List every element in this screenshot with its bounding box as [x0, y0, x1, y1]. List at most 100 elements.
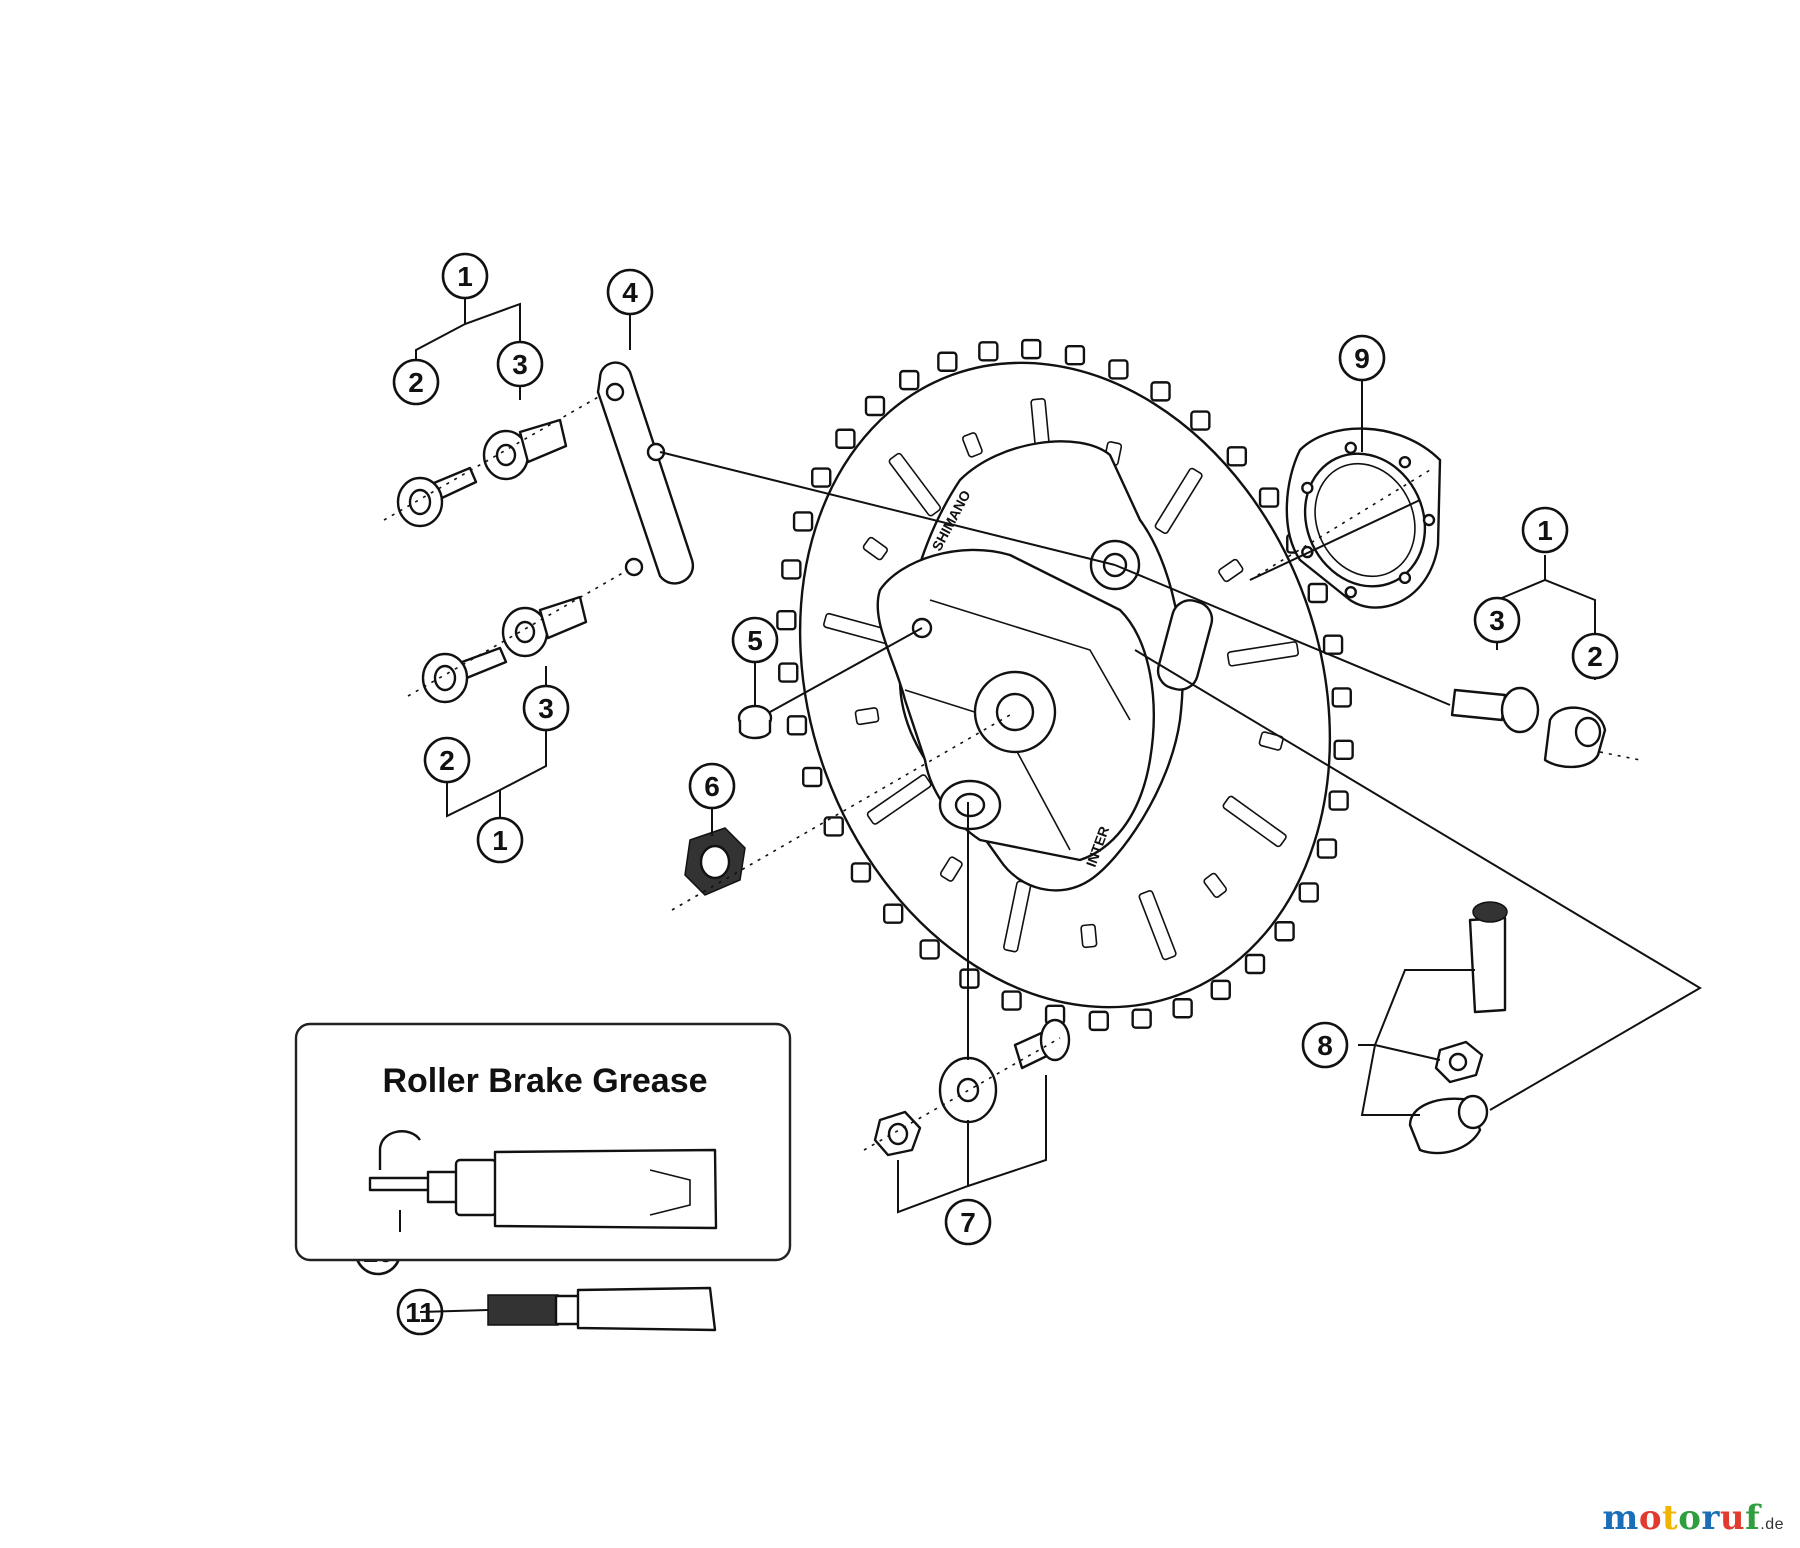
grease-tube-part-11 [487, 1286, 717, 1332]
callout-circle [496, 340, 544, 388]
rotor-cooling-slots [823, 398, 1299, 961]
callout-c3b: 3 [522, 684, 570, 732]
callout-label: 7 [960, 1207, 976, 1238]
watermark-letter: u [1719, 1498, 1746, 1538]
callout-circle [688, 762, 736, 810]
rotor-slot [1154, 467, 1203, 535]
rotor-tooth [1298, 882, 1319, 903]
rotor-slot [939, 856, 963, 882]
rotor-tooth [937, 351, 958, 372]
rotor-tooth [778, 662, 799, 683]
rotor-tooth [978, 341, 999, 362]
rotor-tooth [882, 903, 904, 924]
callout-label: 2 [408, 367, 424, 398]
part-7-bolt-set [873, 1018, 1071, 1157]
rotor-tooth [786, 715, 808, 736]
callout-label: 2 [1587, 641, 1603, 672]
callout-circle [522, 684, 570, 732]
assembly-axis-lines [383, 395, 1641, 1151]
grease-bottle-part-10 [368, 1130, 718, 1230]
rotor-slot [1138, 890, 1177, 961]
callout-label: 6 [704, 771, 720, 802]
seal-bolt-hole [1422, 513, 1436, 527]
lower-left-mount-screw [421, 595, 588, 704]
rotor-tooth [1088, 1010, 1109, 1032]
callout-circle [1301, 1021, 1349, 1069]
callout-circle [944, 1198, 992, 1246]
rotor-tooth [1316, 838, 1338, 859]
rotor-tooth [1190, 410, 1211, 431]
callout-label: 1 [492, 825, 508, 856]
callout-c7: 7 [944, 1198, 992, 1246]
seal-bolt-hole [1301, 481, 1314, 495]
watermark-letter: t [1662, 1498, 1679, 1538]
callout-label: 5 [747, 625, 763, 656]
watermark-letter: o [1678, 1498, 1702, 1538]
upper-left-mount-screw [396, 418, 568, 528]
rotor-slot [888, 452, 942, 517]
callout-circle [606, 268, 654, 316]
callout-label: 1 [457, 261, 473, 292]
motoruf-watermark-logo: motoruf.de [1602, 1498, 1784, 1538]
rotor-tooth [899, 369, 920, 391]
rotor-tooth [864, 395, 886, 417]
watermark-letter: o [1638, 1498, 1663, 1538]
callout-circle [1473, 596, 1521, 644]
part-6-hex-nut [684, 827, 746, 896]
part-8-cable-adjuster [1408, 901, 1508, 1155]
callout-c1a: 1 [441, 252, 489, 300]
rotor-tooth [1307, 582, 1328, 604]
rotor-slot [1226, 641, 1299, 667]
callout-c2c: 2 [1571, 632, 1619, 680]
rotor-tooth [850, 862, 872, 883]
callout-circle [731, 616, 779, 664]
callout-label: 2 [439, 745, 455, 776]
part-5-grease-cap [737, 704, 773, 740]
callout-c5: 5 [731, 616, 779, 664]
rotor-tooth [1172, 998, 1193, 1019]
callout-circle [392, 358, 440, 406]
callout-circle [1338, 334, 1386, 382]
rotor-tooth [1322, 634, 1344, 655]
rotor-slot [1258, 731, 1284, 751]
rotor-slot [1218, 558, 1244, 583]
rotor-tooth [792, 511, 814, 532]
callout-c2a: 2 [392, 358, 440, 406]
callout-c3c: 3 [1473, 596, 1521, 644]
callout-c9: 9 [1338, 334, 1386, 382]
rotor-tooth [802, 766, 823, 788]
rotor-tooth [1108, 359, 1129, 380]
callout-label: 4 [622, 277, 638, 308]
rotor-tooth [919, 939, 940, 960]
callout-label: 9 [1354, 343, 1370, 374]
rotor-tooth [1333, 739, 1354, 760]
callout-label: 1 [1537, 515, 1553, 546]
callout-label: 3 [538, 693, 554, 724]
rotor-tooth [1150, 381, 1171, 402]
watermark-tld: .de [1760, 1516, 1784, 1533]
callout-circle [441, 252, 489, 300]
grease-inset-panel: Roller Brake Grease [294, 1022, 792, 1332]
seal-bolt-hole [1344, 441, 1357, 455]
seal-bolt-hole [1398, 455, 1412, 469]
rotor-slot [961, 432, 983, 458]
callout-label: 3 [512, 349, 528, 380]
rotor-tooth [1226, 446, 1248, 467]
rotor-slot [866, 774, 932, 825]
rotor-slot [1222, 795, 1287, 848]
rotor-tooth [776, 610, 797, 631]
callout-circle [1521, 506, 1569, 554]
rotor-tooth [1131, 1008, 1152, 1029]
watermark-letter: f [1745, 1498, 1761, 1538]
rotor-tooth [1210, 979, 1231, 1001]
rotor-tooth [1331, 687, 1352, 708]
rotor-tooth [811, 467, 832, 488]
rotor-tooth [1064, 345, 1086, 366]
watermark-letter: r [1701, 1498, 1720, 1538]
callout-c3a: 3 [496, 340, 544, 388]
rotor-tooth [1258, 487, 1280, 508]
callout-c2b: 2 [423, 736, 471, 784]
rotor-tooth [823, 816, 844, 837]
leader-lines [415, 298, 1702, 1214]
